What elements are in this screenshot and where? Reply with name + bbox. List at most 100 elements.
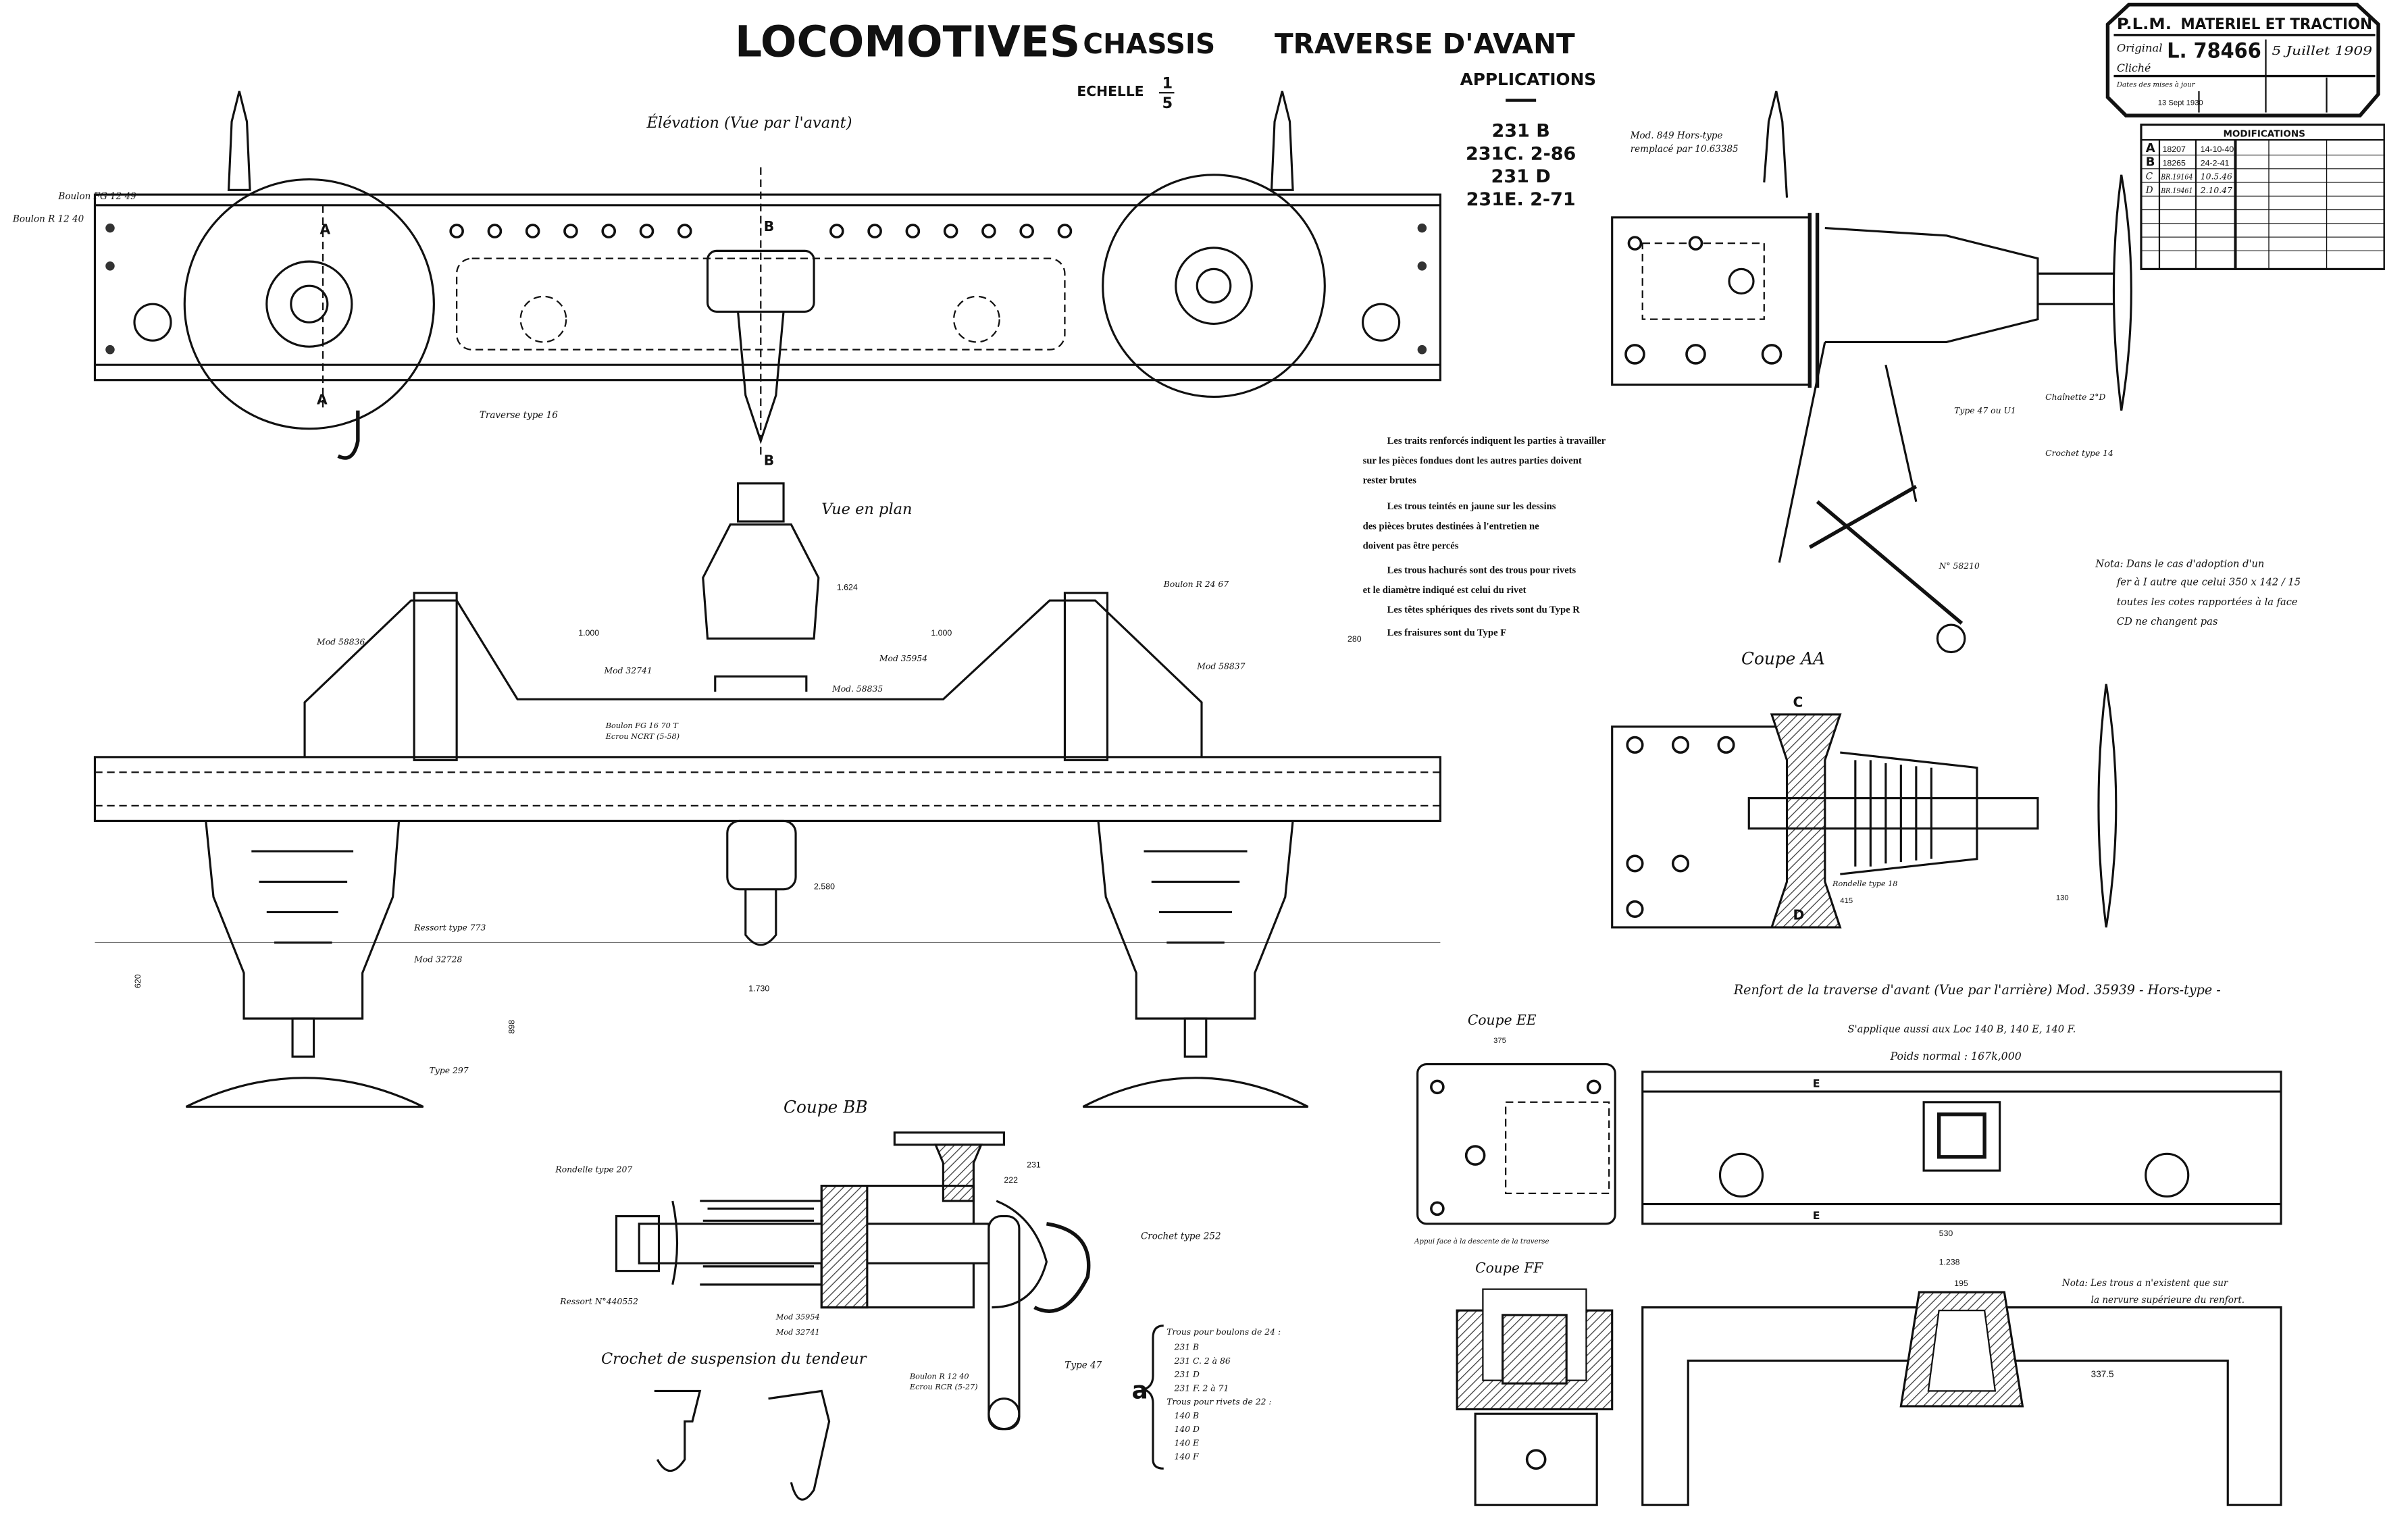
applications-list: APPLICATIONS 231 B 231C. 2-86 231 D 231E… [1460, 70, 1596, 210]
side-view: Mod. 849 Hors-type remplacé par 10.63385… [1611, 91, 2132, 654]
legend-a: a Trous pour boulons de 24 : 231 B 231 C… [1131, 1325, 1281, 1470]
svg-text:ECHELLE: ECHELLE [1077, 83, 1144, 99]
svg-text:Renfort de la traverse d'avant: Renfort de la traverse d'avant (Vue par … [1733, 982, 2221, 998]
svg-text:337.5: 337.5 [2091, 1369, 2114, 1379]
left-buffer [185, 821, 424, 1108]
svg-text:415: 415 [1840, 897, 1853, 905]
svg-text:E: E [1813, 1077, 1820, 1089]
svg-text:5: 5 [1162, 95, 1173, 112]
svg-text:doivent pas être percés: doivent pas être percés [1363, 541, 1459, 552]
svg-text:Coupe EE: Coupe EE [1468, 1012, 1537, 1028]
svg-text:231C. 2-86: 231C. 2-86 [1466, 143, 1576, 164]
svg-text:la nervure supérieure du renfo: la nervure supérieure du renfort. [2091, 1295, 2245, 1306]
svg-text:E: E [1813, 1209, 1820, 1222]
svg-text:18207: 18207 [2162, 145, 2185, 154]
modification-row: B 18265 24-2-41 [2146, 155, 2230, 169]
drawing-subtitle-traverse: TRAVERSE D'AVANT [1275, 28, 1575, 60]
svg-text:1.624: 1.624 [837, 582, 858, 592]
svg-text:Mod 32728: Mod 32728 [413, 955, 462, 965]
modification-row: C BR.19164 10.5.46 [2146, 172, 2232, 182]
svg-text:140 D: 140 D [1174, 1424, 1200, 1434]
svg-text:Ecrou NCRT (5-58): Ecrou NCRT (5-58) [605, 732, 679, 741]
svg-text:Poids normal : 167k,000: Poids normal : 167k,000 [1890, 1050, 2022, 1062]
drawing-subtitle-chassis: CHASSIS [1083, 28, 1215, 60]
svg-text:280: 280 [1348, 634, 1362, 644]
coupe-ff: Coupe FF [1456, 1260, 1614, 1506]
svg-text:13 Sept 1930: 13 Sept 1930 [2158, 99, 2203, 107]
plan-view: Vue en plan 1.000 1.000 1.624 2.580 1.73… [93, 482, 1441, 1108]
svg-text:140 F: 140 F [1174, 1452, 1199, 1462]
svg-text:Ecrou RCR (5-27): Ecrou RCR (5-27) [909, 1383, 978, 1391]
svg-text:C: C [1793, 694, 1803, 711]
svg-text:Type 47 ou U1: Type 47 ou U1 [1954, 406, 2016, 415]
svg-text:Les traits renforcés indiquent: Les traits renforcés indiquent les parti… [1387, 436, 1606, 446]
svg-text:A: A [317, 392, 328, 408]
svg-text:toutes les cotes rapportées à: toutes les cotes rapportées à la face [2117, 596, 2298, 608]
svg-text:Mod. 58835: Mod. 58835 [831, 684, 883, 694]
rivet-holes [105, 223, 1427, 355]
svg-text:14-10-40: 14-10-40 [2201, 145, 2234, 154]
svg-text:L. 78466: L. 78466 [2167, 39, 2261, 63]
general-notes: Les traits renforcés indiquent les parti… [1363, 436, 1606, 638]
svg-text:Boulon R 24 67: Boulon R 24 67 [1163, 580, 1229, 589]
svg-text:remplacé par 10.63385: remplacé par 10.63385 [1631, 144, 1739, 155]
svg-text:Vue en plan: Vue en plan [821, 500, 912, 518]
svg-text:Boulon FG 16 70 T: Boulon FG 16 70 T [605, 721, 679, 730]
svg-text:Boulon R 12 40: Boulon R 12 40 [12, 214, 84, 225]
svg-text:Mod 32741: Mod 32741 [603, 666, 652, 675]
svg-text:130: 130 [2056, 894, 2069, 902]
svg-text:Mod. 849 Hors-type: Mod. 849 Hors-type [1630, 130, 1723, 141]
svg-text:530: 530 [1939, 1229, 1953, 1238]
svg-text:231 C. 2 à 86: 231 C. 2 à 86 [1173, 1356, 1230, 1366]
svg-text:MATERIEL ET TRACTION: MATERIEL ET TRACTION [2180, 16, 2372, 33]
svg-text:10.5.46: 10.5.46 [2201, 172, 2232, 182]
drawing-title: LOCOMOTIVES [735, 17, 1080, 66]
right-buffer [1082, 821, 1309, 1108]
svg-text:C: C [2146, 172, 2153, 182]
svg-text:231: 231 [1027, 1160, 1041, 1170]
svg-text:Trous pour rivets de 22 :: Trous pour rivets de 22 : [1166, 1397, 1271, 1407]
svg-text:des pièces brutes destinées à: des pièces brutes destinées à l'entretie… [1363, 521, 1540, 532]
svg-text:Trous pour boulons de 24 :: Trous pour boulons de 24 : [1166, 1327, 1281, 1337]
svg-text:BR.19164: BR.19164 [2160, 173, 2192, 182]
svg-text:B: B [2146, 155, 2155, 169]
svg-text:1.730: 1.730 [748, 983, 769, 993]
coupe-ee: Coupe EE 375 Appui face à la descente de… [1414, 1012, 1616, 1246]
svg-text:1.000: 1.000 [931, 628, 952, 638]
svg-text:140 B: 140 B [1174, 1411, 1199, 1420]
svg-text:Cliché: Cliché [2117, 61, 2151, 74]
svg-text:231 D: 231 D [1491, 166, 1551, 187]
svg-text:Boulon FG 12 49: Boulon FG 12 49 [57, 191, 136, 202]
modifications-table: MODIFICATIONS A 18207 14-10-40 B 18265 2… [2140, 123, 2385, 270]
svg-text:Crochet type 14: Crochet type 14 [2045, 448, 2113, 458]
svg-text:Mod 32741: Mod 32741 [775, 1328, 820, 1337]
svg-text:2.580: 2.580 [814, 882, 835, 892]
svg-text:Nota: Les trous a n'existent q: Nota: Les trous a n'existent que sur [2061, 1278, 2229, 1289]
svg-text:Appui face à la descente de la: Appui face à la descente de la traverse [1414, 1237, 1549, 1246]
renfort-bottom-view: 195 337.5 Nota: Les trous a n'existent q… [1641, 1278, 2282, 1506]
coupe-aa: Coupe AA C D Rondelle type 18 130 415 [1611, 649, 2118, 929]
svg-text:898: 898 [507, 1020, 517, 1034]
svg-text:Traverse type 16: Traverse type 16 [480, 410, 558, 421]
svg-text:BR.19461: BR.19461 [2160, 186, 2192, 195]
svg-text:140 E: 140 E [1174, 1438, 1199, 1447]
svg-text:18265: 18265 [2162, 158, 2185, 168]
svg-text:Les têtes sphériques des rivet: Les têtes sphériques des rivets sont du … [1387, 605, 1581, 615]
svg-text:5 Juillet 1909: 5 Juillet 1909 [2272, 44, 2373, 58]
svg-text:P.L.M.: P.L.M. [2117, 16, 2172, 33]
svg-text:CD ne changent pas: CD ne changent pas [2117, 616, 2217, 627]
svg-text:A: A [320, 222, 331, 238]
svg-text:B: B [764, 218, 774, 234]
svg-text:24-2-41: 24-2-41 [2201, 158, 2230, 168]
renfort-section: Renfort de la traverse d'avant (Vue par … [1641, 982, 2282, 1267]
svg-text:MODIFICATIONS: MODIFICATIONS [2224, 129, 2305, 140]
svg-text:S'applique aussi aux Loc 140 B: S'applique aussi aux Loc 140 B, 140 E, 1… [1848, 1023, 2076, 1035]
modification-row: D BR.19461 2.10.47 [2145, 185, 2232, 196]
svg-text:fer à I autre que celui 350 x: fer à I autre que celui 350 x 142 / 15 [2116, 577, 2301, 588]
svg-text:231 F. 2 à 71: 231 F. 2 à 71 [1173, 1383, 1229, 1393]
svg-text:APPLICATIONS: APPLICATIONS [1460, 70, 1596, 89]
svg-text:Mod 58837: Mod 58837 [1196, 661, 1245, 671]
svg-text:Rondelle type 18: Rondelle type 18 [1832, 879, 1897, 888]
svg-text:1: 1 [1162, 75, 1173, 93]
